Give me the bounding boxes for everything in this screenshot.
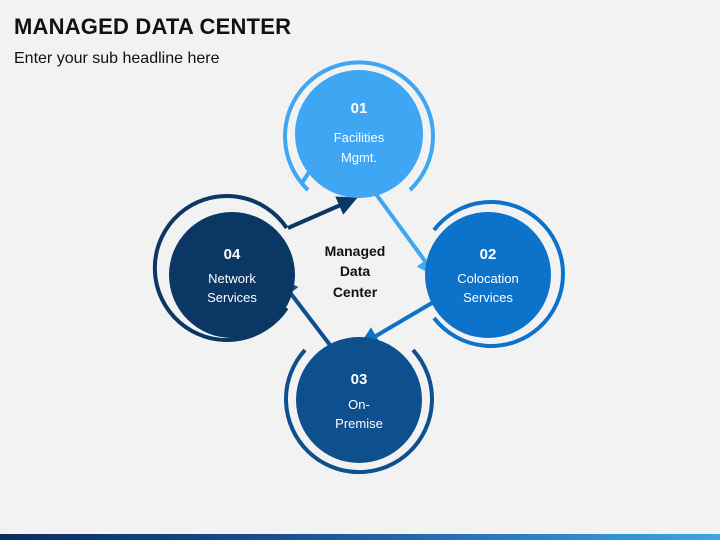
node-04-outer-arc	[152, 194, 289, 342]
arrow-02-to-03	[358, 298, 439, 347]
center-label-line3: Center	[333, 284, 378, 300]
node-04-label-line2: Services	[207, 290, 257, 305]
node-02-number: 02	[480, 246, 497, 263]
center-label-line2: Data	[340, 263, 371, 279]
node-04-label-line1: Network	[208, 271, 256, 286]
node-02-circle	[425, 212, 551, 338]
node-01-label-line2: Mgmt.	[341, 150, 377, 165]
center-label-line1: Managed	[325, 243, 386, 259]
node-04-circle	[169, 212, 295, 338]
node-03: 03 On- Premise	[284, 337, 434, 475]
node-02-outer-arc	[432, 200, 565, 348]
node-03-number: 03	[351, 371, 368, 388]
center-label: Managed Data Center	[325, 243, 386, 300]
node-01-circle	[295, 70, 423, 198]
node-03-label-line2: Premise	[335, 416, 383, 431]
node-02: 02 Colocation Services	[425, 200, 565, 348]
node-02-label-line1: Colocation	[457, 271, 518, 286]
node-01-label-line1: Facilities	[334, 130, 385, 145]
page-subtitle: Enter your sub headline here	[14, 50, 220, 67]
node-01-number: 01	[351, 100, 368, 117]
footer-bar	[0, 534, 720, 540]
node-03-outer-arc	[284, 348, 434, 475]
page-title: MANAGED DATA CENTER	[14, 14, 292, 39]
node-04-number: 04	[224, 246, 241, 263]
node-04: 04 Network Services	[152, 194, 295, 342]
node-01-outer-arc	[283, 60, 435, 192]
node-02-label-line2: Services	[463, 290, 513, 305]
node-01: 01 Facilities Mgmt.	[283, 60, 435, 198]
node-03-circle	[296, 337, 422, 463]
arrow-04-to-01	[287, 196, 358, 230]
node-03-label-line1: On-	[348, 397, 370, 412]
